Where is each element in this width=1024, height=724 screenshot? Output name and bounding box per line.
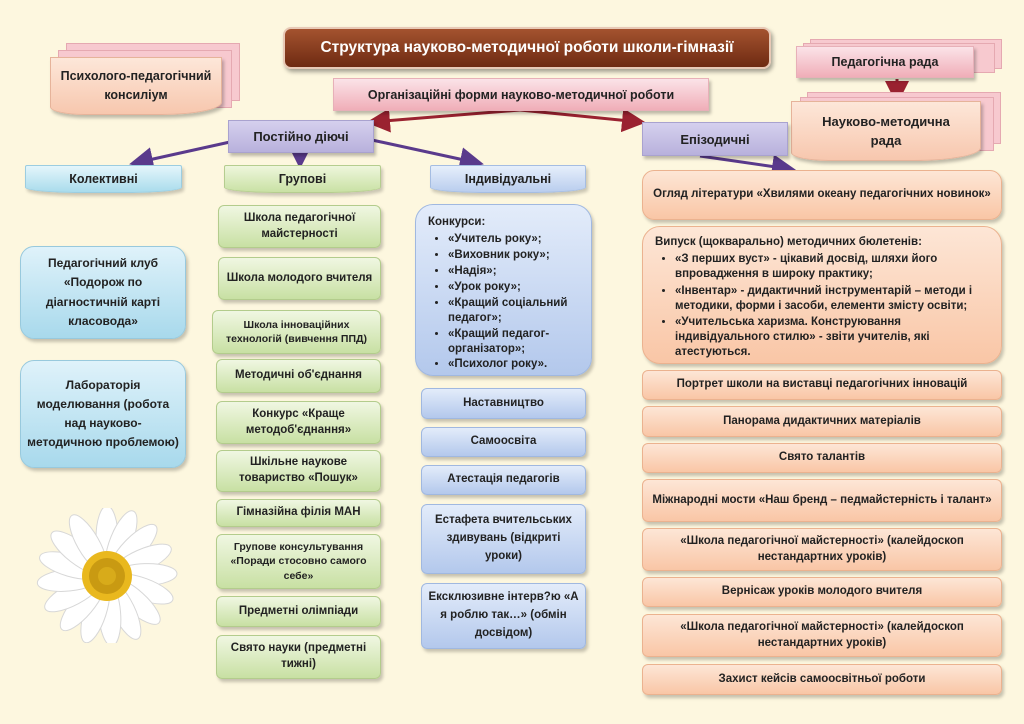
psych-council-box: Психолого-педагогічний консиліум — [50, 57, 222, 115]
individual-item: Самоосвіта — [421, 427, 586, 457]
permanent-box: Постійно діючі — [228, 120, 374, 153]
episodic-item: Панорама дидактичних матеріалів — [642, 406, 1002, 437]
episodic-item: Свято талантів — [642, 443, 1002, 473]
episodic-item: «Школа педагогічної майстерності» (калей… — [642, 528, 1002, 571]
group-item: Школа молодого вчителя — [218, 257, 381, 300]
group-item: Конкурс «Краще методоб'єднання» — [216, 401, 381, 444]
category-individual: Індивідуальні — [430, 165, 586, 193]
episodic-item: Захист кейсів самоосвітньої роботи — [642, 664, 1002, 695]
diagram-title: Структура науково-методичної роботи школ… — [283, 27, 771, 69]
collective-item: Лабораторія моделювання (робота над наук… — [20, 360, 186, 468]
episodic-item: «Школа педагогічної майстерності» (калей… — [642, 614, 1002, 657]
group-item: Школа інноваційних технологій (вивчення … — [212, 310, 381, 354]
contest-item: «Учитель року»; — [448, 232, 581, 247]
bulletins-heading: Випуск (щокварально) методичних бюлетені… — [655, 236, 922, 248]
individual-item: Атестація педагогів — [421, 465, 586, 495]
group-item: Гімназійна філія МАН — [216, 499, 381, 527]
group-item: Методичні об'єднання — [216, 359, 381, 393]
contest-item: «Виховник року»; — [448, 248, 581, 263]
collective-item: Педагогічний клуб «Подорож по діагностич… — [20, 246, 186, 339]
contest-item: «Психолог року». — [448, 357, 581, 372]
category-group: Групові — [224, 165, 381, 193]
arrow-episodic-to-list — [699, 154, 796, 179]
episodic-item: Міжнародні мости «Наш бренд – педмайстер… — [642, 479, 1002, 522]
category-collective: Колективні — [25, 165, 182, 193]
arrow-to-individual — [371, 138, 484, 171]
contests-heading: Конкурси: — [428, 216, 486, 228]
episodic-item: Вернісаж уроків молодого вчителя — [642, 577, 1002, 607]
arrow-org-to-episodic — [519, 108, 646, 133]
group-item: Школа педагогічної майстерності — [218, 205, 381, 248]
bulletin-item: «З перших вуст» - цікавий досвід, шляхи … — [675, 252, 991, 282]
ped-council-box: Педагогічна рада — [796, 46, 974, 78]
bulletin-item: «Інвентар» - дидактичний інструментарій … — [675, 284, 991, 314]
arrow-to-collective — [129, 140, 231, 171]
bulletins-box: Випуск (щокварально) методичних бюлетені… — [642, 226, 1002, 364]
individual-item: Естафета вчительських здивувань (відкрит… — [421, 504, 586, 574]
sci-council-box: Науково-методична рада — [791, 101, 981, 161]
episodic-item: Портрет школи на виставці педагогічних і… — [642, 370, 1002, 400]
org-forms-box: Організаційні форми науково-методичної р… — [333, 78, 709, 111]
contests-box: Конкурси: «Учитель року»; «Виховник року… — [415, 204, 592, 376]
group-item: Шкільне наукове товариство «Пошук» — [216, 450, 381, 492]
episodic-item-literature-review: Огляд літератури «Хвилями океану педагог… — [642, 170, 1002, 220]
daisy-flower-image — [36, 508, 178, 643]
contest-item: «Урок року»; — [448, 280, 581, 295]
individual-item: Наставництво — [421, 388, 586, 419]
arrow-org-to-permanent — [366, 108, 521, 133]
contest-item: «Кращий педагог-організатор»; — [448, 327, 581, 357]
group-item: Групове консультування «Поради стосовно … — [216, 534, 381, 589]
episodic-box: Епізодичні — [642, 122, 788, 156]
individual-item: Ексклюзивне інтерв?ю «А я роблю так…» (о… — [421, 583, 586, 649]
bulletin-item: «Учительська харизма. Конструювання інди… — [675, 315, 991, 361]
group-item: Предметні олімпіади — [216, 596, 381, 627]
group-item: Свято науки (предметні тижні) — [216, 635, 381, 679]
contest-item: «Надія»; — [448, 264, 581, 279]
contest-item: «Кращий соціальний педагог»; — [448, 296, 581, 326]
